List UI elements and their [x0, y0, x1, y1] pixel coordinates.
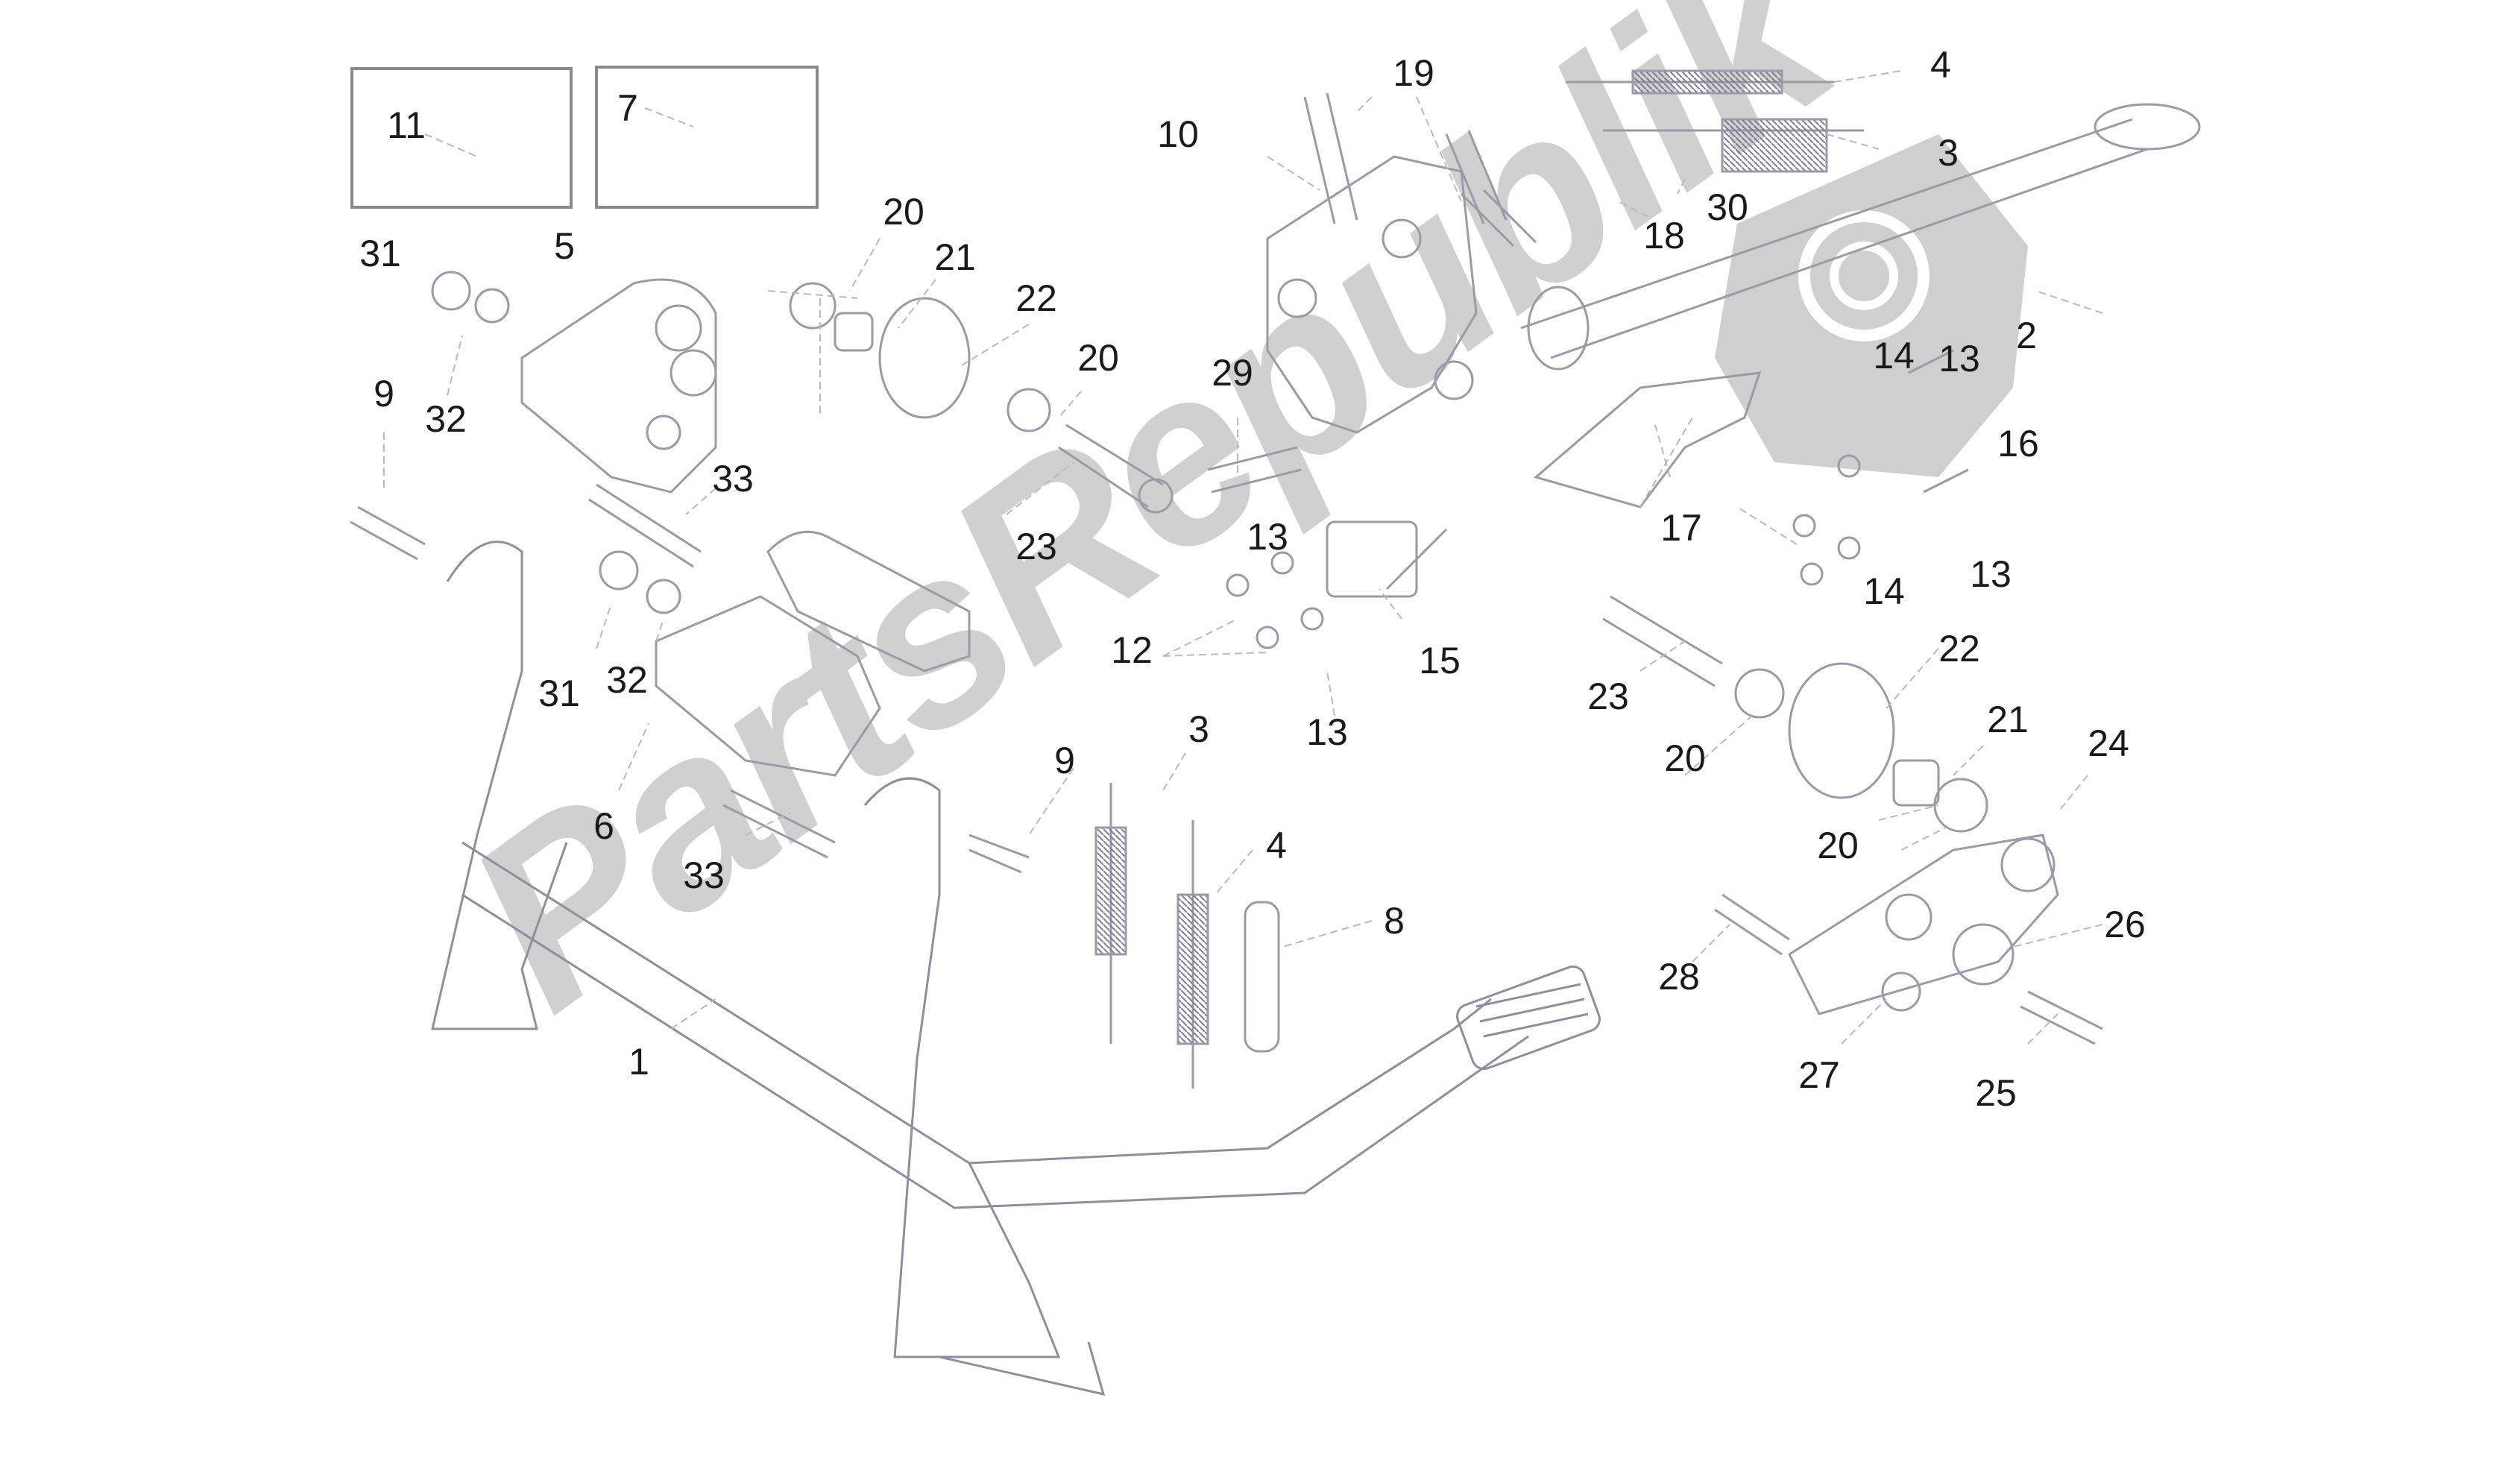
callout-8: 8 — [1384, 900, 1405, 942]
bracket-6 — [655, 595, 881, 777]
callout-24: 24 — [2088, 722, 2129, 764]
callout-29: 29 — [1212, 352, 1253, 394]
callout-20-c: 20 — [1664, 737, 1706, 779]
bracket-5 — [520, 278, 717, 494]
callout-7: 7 — [617, 87, 638, 129]
link-24 — [1788, 834, 2059, 1015]
washer-20 — [789, 282, 837, 330]
callout-10: 10 — [1157, 113, 1199, 155]
callout-26: 26 — [2104, 904, 2146, 945]
bolt-19c — [1460, 189, 1537, 248]
pin-29 — [1207, 446, 1302, 494]
side-stand-2 — [1520, 118, 2148, 359]
bolt-28 — [1714, 893, 1790, 956]
callout-21-b: 21 — [1987, 699, 2029, 740]
bushing-22 — [878, 297, 971, 419]
callout-22: 22 — [1015, 277, 1057, 319]
callout-12: 12 — [1111, 629, 1153, 671]
callout-2: 2 — [2016, 315, 2037, 356]
callout-27: 27 — [1798, 1054, 1840, 1096]
bushing-21 — [834, 312, 874, 352]
callout-13-c: 13 — [1970, 553, 2012, 595]
callout-31: 31 — [359, 233, 401, 274]
callout-11: 11 — [387, 104, 426, 146]
spring-3-top — [1603, 118, 1864, 173]
callout-9-b: 9 — [1054, 740, 1075, 781]
bracket-17 — [1533, 371, 1762, 508]
callout-14-b: 14 — [1863, 570, 1905, 612]
bolt-9b — [968, 834, 1030, 874]
callout-19: 19 — [1393, 52, 1434, 94]
mount-bracket-10 — [1266, 155, 1478, 434]
callout-3-b: 3 — [1188, 708, 1209, 750]
callout-31-b: 31 — [538, 673, 580, 714]
callout-13-b: 13 — [1247, 516, 1288, 558]
callout-5: 5 — [554, 225, 575, 267]
callout-20-b: 20 — [1077, 337, 1119, 379]
callout-15: 15 — [1419, 640, 1461, 681]
callout-33-b: 33 — [683, 854, 725, 896]
callout-32: 32 — [425, 398, 467, 440]
spring-4-top — [1566, 69, 1834, 95]
inset-box-part-7 — [595, 66, 819, 209]
callout-16: 16 — [1997, 423, 2039, 464]
inset-box-part-11 — [350, 67, 573, 209]
callout-33: 33 — [712, 458, 754, 500]
callout-23: 23 — [1015, 526, 1057, 567]
bolt-33b — [722, 789, 836, 859]
callout-23-b: 23 — [1587, 675, 1629, 717]
pin-23b — [1602, 595, 1723, 687]
callout-18: 18 — [1643, 215, 1685, 256]
callout-3: 3 — [1938, 132, 1959, 174]
callout-13-d: 13 — [1306, 711, 1348, 753]
callout-20: 20 — [883, 191, 924, 233]
switch-15 — [1326, 520, 1418, 598]
callout-22-b: 22 — [1938, 628, 1980, 670]
washer-27 — [1881, 971, 1921, 1012]
callout-6: 6 — [593, 805, 614, 847]
watermark-gear-icon — [1715, 134, 2028, 477]
callout-20-d: 20 — [1817, 825, 1859, 866]
callout-1: 1 — [629, 1041, 649, 1083]
callout-32-b: 32 — [606, 659, 648, 701]
plate — [766, 530, 971, 673]
callout-4-b: 4 — [1266, 825, 1287, 866]
callout-4: 4 — [1930, 44, 1951, 86]
central-stand-frame — [431, 541, 1601, 1396]
bolt-16 — [1908, 349, 1969, 494]
callout-9: 9 — [374, 373, 394, 415]
bolt-33a — [588, 483, 702, 568]
washer-26 — [1952, 923, 2015, 986]
pin-23 — [1058, 423, 1164, 508]
washer-20b — [1007, 388, 1051, 432]
callout-17: 17 — [1660, 507, 1702, 549]
callout-13: 13 — [1938, 338, 1980, 379]
bolt-19a — [1303, 92, 1358, 224]
callout-14: 14 — [1873, 335, 1915, 377]
callout-21: 21 — [934, 236, 976, 278]
bolt-25 — [2020, 990, 2103, 1045]
pin-8 — [1244, 901, 1280, 1053]
callout-25: 25 — [1975, 1072, 2017, 1114]
callout-30: 30 — [1707, 186, 1748, 228]
bolt-9a — [350, 505, 426, 561]
callout-28: 28 — [1658, 956, 1700, 998]
